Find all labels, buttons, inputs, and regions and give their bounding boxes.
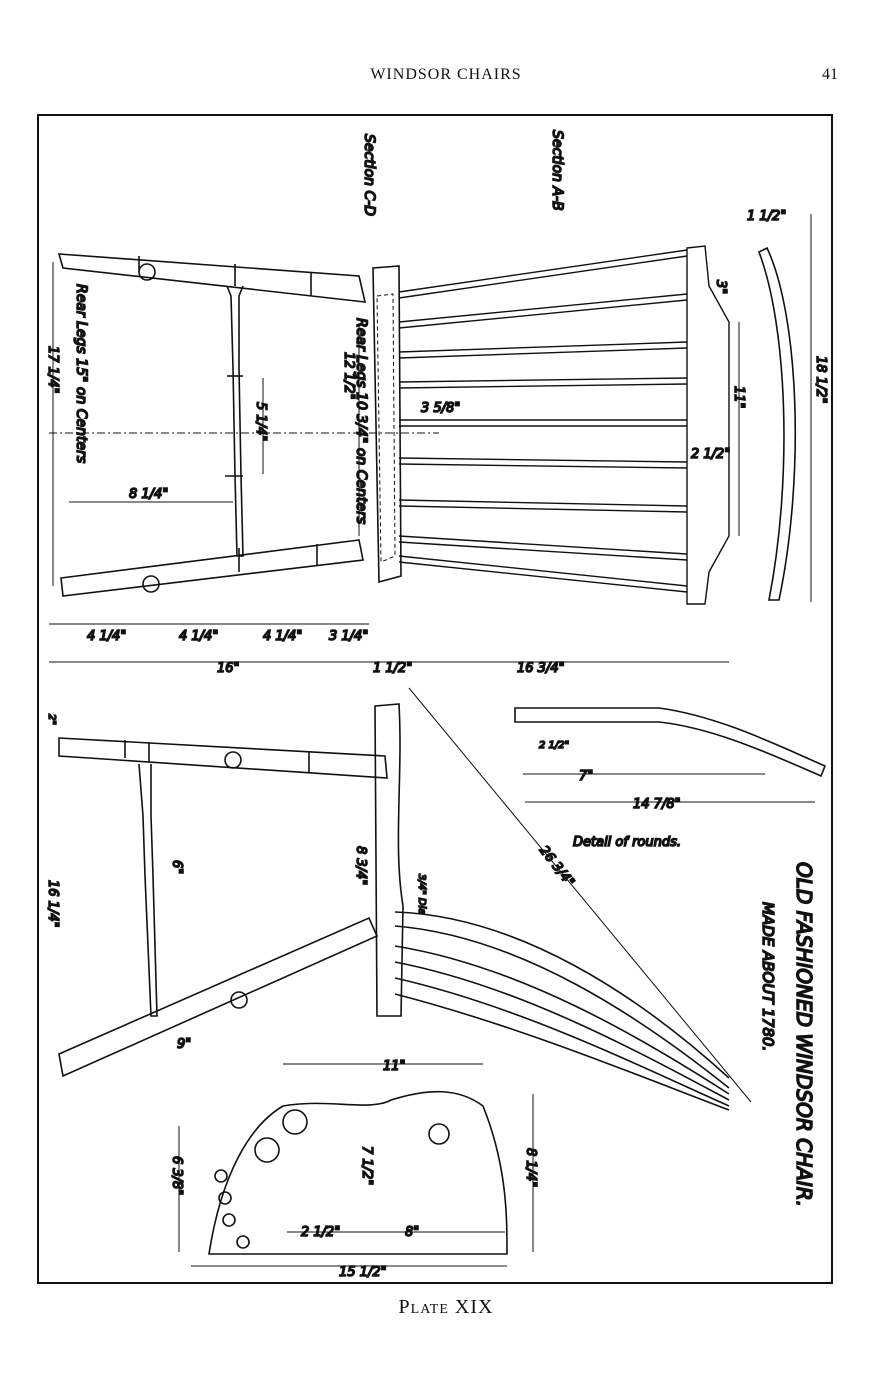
dim-leg-seg-1: 4 1/4"	[87, 629, 126, 644]
dim-back-18-1-2: 18 1/2"	[813, 356, 828, 404]
page-number: 41	[822, 66, 838, 83]
section-cd-label: Section C-D	[361, 134, 377, 216]
dim-seat-11: 11"	[383, 1059, 406, 1074]
dim-top-1-half: 1 1/2"	[747, 209, 786, 224]
seat-plan	[178, 1063, 534, 1267]
dim-spindle-3-5-8: 3 5/8"	[421, 401, 460, 416]
section-ab-label: Section A-B	[549, 130, 565, 211]
dim-top-height: 12 1/2"	[341, 352, 356, 400]
detail-rounds-label: Detail of rounds.	[573, 835, 681, 850]
rear-legs-10-note: Rear Legs 10 3/4" on Centers	[353, 318, 369, 524]
dim-side-8-3-4: 8 3/4"	[353, 846, 368, 885]
seat-section-top	[372, 265, 402, 584]
dim-rear-legs-height: 17 1/4"	[45, 346, 60, 394]
dim-seat-2-1-2: 2 1/2"	[301, 1225, 340, 1240]
dim-round-14-7-8: 14 7/8"	[633, 797, 681, 812]
rounds-detail	[514, 707, 827, 803]
side-view	[58, 687, 752, 1111]
dim-dia-3-4: 3/4" Dia	[416, 874, 427, 914]
dim-leg-seg-3: 4 1/4"	[263, 629, 302, 644]
dim-seat-15-1-2: 15 1/2"	[339, 1265, 387, 1280]
top-dimension-lines	[49, 214, 812, 663]
rear-legs-view	[49, 253, 439, 597]
running-title: WINDSOR CHAIRS	[370, 66, 522, 83]
plate-subtitle: MADE ABOUT 1780.	[759, 902, 777, 1051]
dim-overall-16: 16"	[217, 661, 240, 676]
plate-frame: Section C-D Section A-B Rear Legs 15" on…	[37, 114, 833, 1284]
dim-seat-1-half: 1 1/2"	[373, 661, 412, 676]
dim-side-height: 16 1/4"	[45, 880, 60, 928]
rear-legs-15-note: Rear Legs 15" on Centers	[73, 284, 89, 463]
dim-leg-seg-4: 3 1/4"	[329, 629, 368, 644]
dim-round-7: 7"	[579, 769, 593, 784]
dim-seat-8: 8"	[405, 1225, 419, 1240]
running-head: WINDSOR CHAIRS 41	[0, 66, 892, 90]
plate-caption: Plate XIX	[398, 1296, 494, 1318]
dim-side-6: 6"	[169, 860, 184, 874]
dim-back-3: 3"	[713, 280, 728, 294]
dim-back-2-1-2: 2 1/2"	[691, 447, 730, 462]
dim-leg-seg-2: 4 1/4"	[179, 629, 218, 644]
dim-seat-6-3-8: 6 3/8"	[169, 1156, 184, 1195]
dim-side-2: 2"	[46, 714, 57, 725]
dim-diag-26-3-4: 26 3/4"	[536, 843, 577, 890]
dim-seat-8-1-4: 8 1/4"	[523, 1148, 538, 1187]
dim-seat-7-1-2: 7 1/2"	[359, 1146, 374, 1185]
chair-drawing: Section C-D Section A-B Rear Legs 15" on…	[44, 129, 829, 1281]
dim-overall-16-3-4: 16 3/4"	[517, 661, 565, 676]
dim-rail-5: 5 1/4"	[253, 402, 268, 441]
dim-side-9: 9"	[177, 1037, 191, 1052]
plate-title: OLD FASHIONED WINDSOR CHAIR.	[792, 862, 816, 1207]
back-spindles	[398, 245, 730, 605]
dim-rail-spread: 8 1/4"	[129, 487, 168, 502]
dim-round-2-1-2: 2 1/2"	[539, 740, 569, 751]
back-crest	[757, 246, 797, 601]
dim-back-height: 11"	[731, 386, 746, 409]
